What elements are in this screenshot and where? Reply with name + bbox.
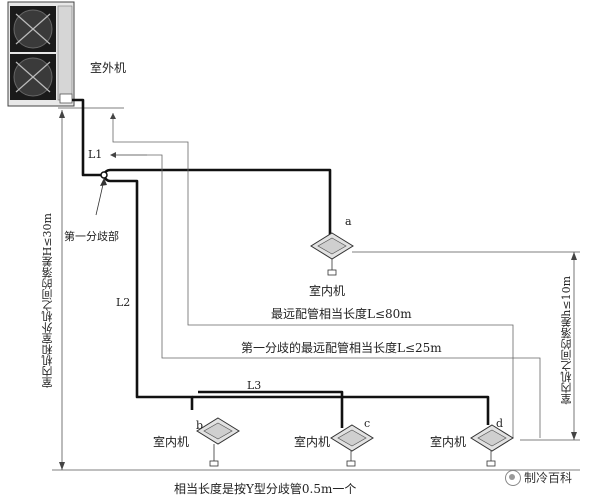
wechat-logo-icon <box>505 469 521 486</box>
unit-d-letter: d <box>496 417 504 430</box>
dim-h-outdoor <box>52 110 580 471</box>
unit-c-letter: c <box>364 417 371 430</box>
indoor-unit-b <box>196 417 240 467</box>
guide-arrowhead <box>110 113 116 119</box>
pipe-l1-label: L1 <box>88 148 103 161</box>
height-outdoor-indoor-label: 室内机和室外机之间的落差H≤30m <box>41 213 54 389</box>
refrigerant-pipe <box>72 98 490 428</box>
height-indoor-indoor-label: 室内机之间的落差h≤10m <box>560 276 573 405</box>
outdoor-unit <box>7 1 75 107</box>
first-branch-label: 第一分歧部 <box>64 230 119 243</box>
farthest-length-label: 最远配管相当长度L≤80m <box>271 307 412 321</box>
pipe-l2-label: L2 <box>116 296 131 309</box>
watermark-text: 制冷百科 <box>524 471 573 485</box>
unit-d-label: 室内机 <box>430 435 467 449</box>
indoor-unit-c <box>330 424 374 467</box>
indoor-unit-d <box>470 424 514 467</box>
first-branch-joint <box>100 171 108 179</box>
unit-a-letter: a <box>345 215 352 228</box>
h-arrow-top <box>59 110 65 118</box>
equivalent-length-note: 相当长度是按Y型分歧管0.5m一个 <box>174 482 357 496</box>
h-arrow-bottom <box>59 462 65 470</box>
hh-arrow-top <box>571 252 577 260</box>
dim-h-indoor <box>352 251 580 441</box>
outdoor-unit-label: 室外机 <box>90 61 127 75</box>
indoor-unit-a <box>310 232 354 276</box>
length-guides <box>112 113 541 438</box>
unit-b-label: 室内机 <box>153 435 190 449</box>
pipe-l3-label: L3 <box>247 379 262 392</box>
hh-arrow-bottom <box>571 432 577 440</box>
first-branch-arrow <box>100 178 107 186</box>
first-branch-length-label: 第一分歧的最远配管相当长度L≤25m <box>241 341 442 355</box>
unit-c-label: 室内机 <box>294 435 331 449</box>
unit-a-label: 室内机 <box>309 284 346 298</box>
watermark: 制冷百科 <box>505 469 572 486</box>
unit-b-letter: b <box>196 419 204 432</box>
l1-arrowhead <box>110 152 116 158</box>
